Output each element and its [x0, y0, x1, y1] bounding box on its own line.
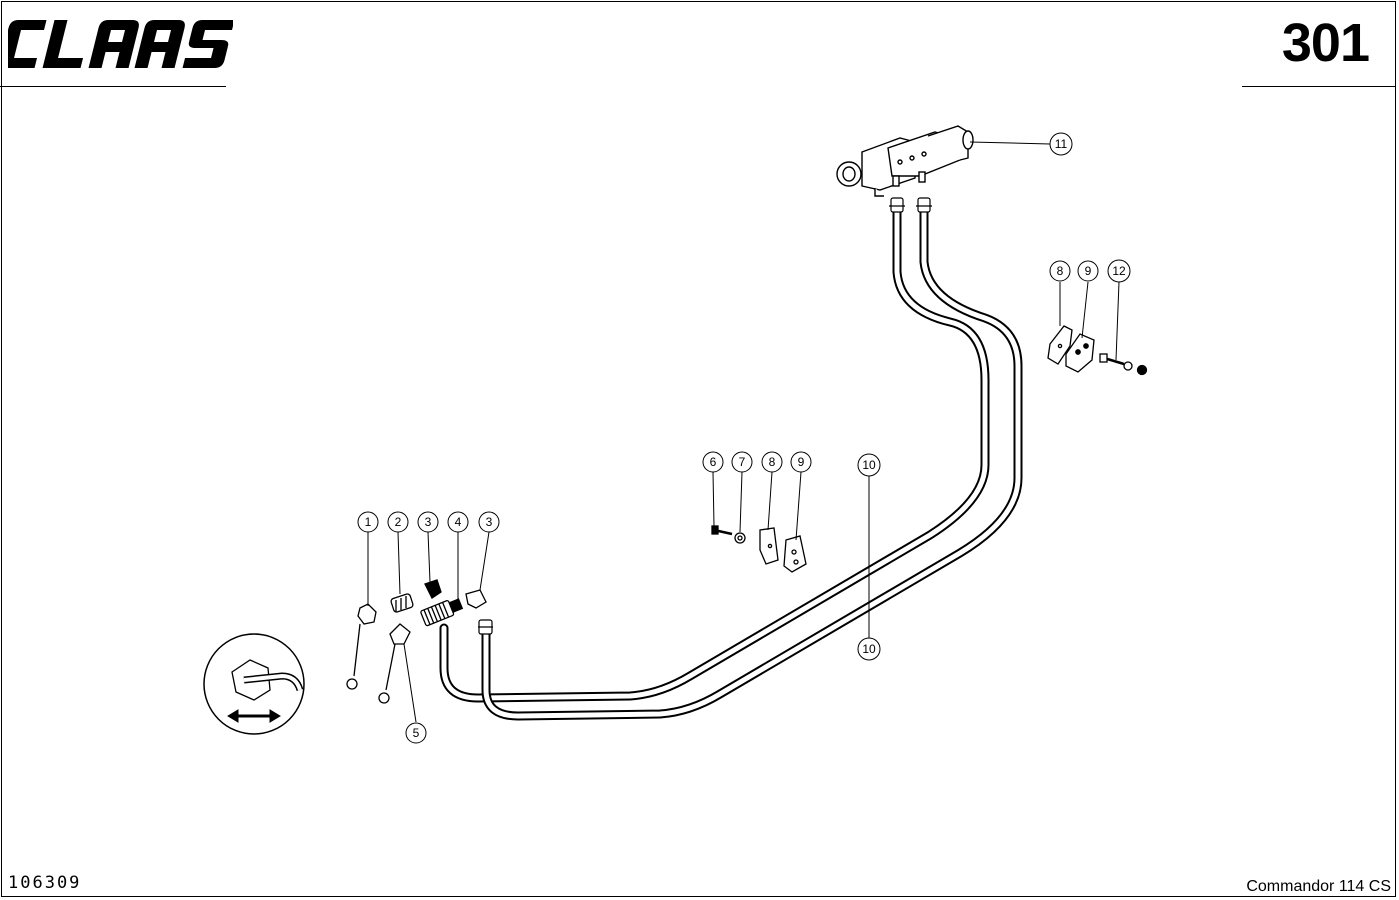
callout-11: 11 [1049, 132, 1073, 156]
svg-text:10: 10 [862, 458, 876, 472]
hose-routing-symbol-icon [203, 633, 305, 735]
page-number: 301 [1281, 13, 1370, 73]
svg-text:3: 3 [425, 515, 432, 529]
svg-text:2: 2 [395, 515, 402, 529]
callout-8: 8 [761, 451, 783, 473]
callout-12: 12 [1107, 259, 1131, 283]
svg-text:4: 4 [455, 515, 462, 529]
callout-3: 3 [417, 511, 439, 533]
header-rule-right [1242, 86, 1396, 87]
coupling-parts [346, 579, 487, 704]
callout-4: 4 [447, 511, 469, 533]
leader-lines [367, 141, 1120, 723]
callout-1: 1 [357, 511, 379, 533]
hose-lines [439, 203, 1023, 721]
drawing-number: 106309 [8, 873, 82, 893]
callout-6: 6 [702, 451, 724, 473]
callout-5: 5 [405, 722, 427, 744]
callout-9b: 9 [1077, 260, 1099, 282]
control-valve [836, 125, 974, 197]
callout-2: 2 [387, 511, 409, 533]
svg-text:6: 6 [710, 455, 717, 469]
svg-text:9: 9 [798, 455, 805, 469]
callout-3b: 3 [478, 511, 500, 533]
header-rule-left [0, 86, 226, 87]
model-name: Commandor 114 CS [1246, 878, 1391, 895]
svg-text:9: 9 [1085, 264, 1092, 278]
svg-text:7: 7 [739, 455, 746, 469]
svg-text:10: 10 [862, 642, 876, 656]
claas-logo [8, 20, 233, 68]
callout-8b: 8 [1049, 260, 1071, 282]
svg-text:8: 8 [769, 455, 776, 469]
callout-9: 9 [790, 451, 812, 473]
clamp-parts-upper [1047, 325, 1148, 376]
callouts: 1 2 3 4 3 5 6 7 8 9 10 10 8 9 12 11 [357, 132, 1131, 744]
svg-text:3: 3 [486, 515, 493, 529]
callout-10-bottom: 10 [857, 637, 881, 661]
svg-text:12: 12 [1112, 264, 1126, 278]
callout-10-top: 10 [857, 453, 881, 477]
clamp-parts-lower [711, 525, 807, 573]
svg-text:11: 11 [1055, 137, 1068, 151]
callout-7: 7 [731, 451, 753, 473]
svg-text:8: 8 [1057, 264, 1064, 278]
svg-text:5: 5 [413, 726, 420, 740]
hose-fittings [478, 197, 932, 635]
threaded-coupling [420, 598, 464, 627]
svg-text:1: 1 [365, 515, 372, 529]
